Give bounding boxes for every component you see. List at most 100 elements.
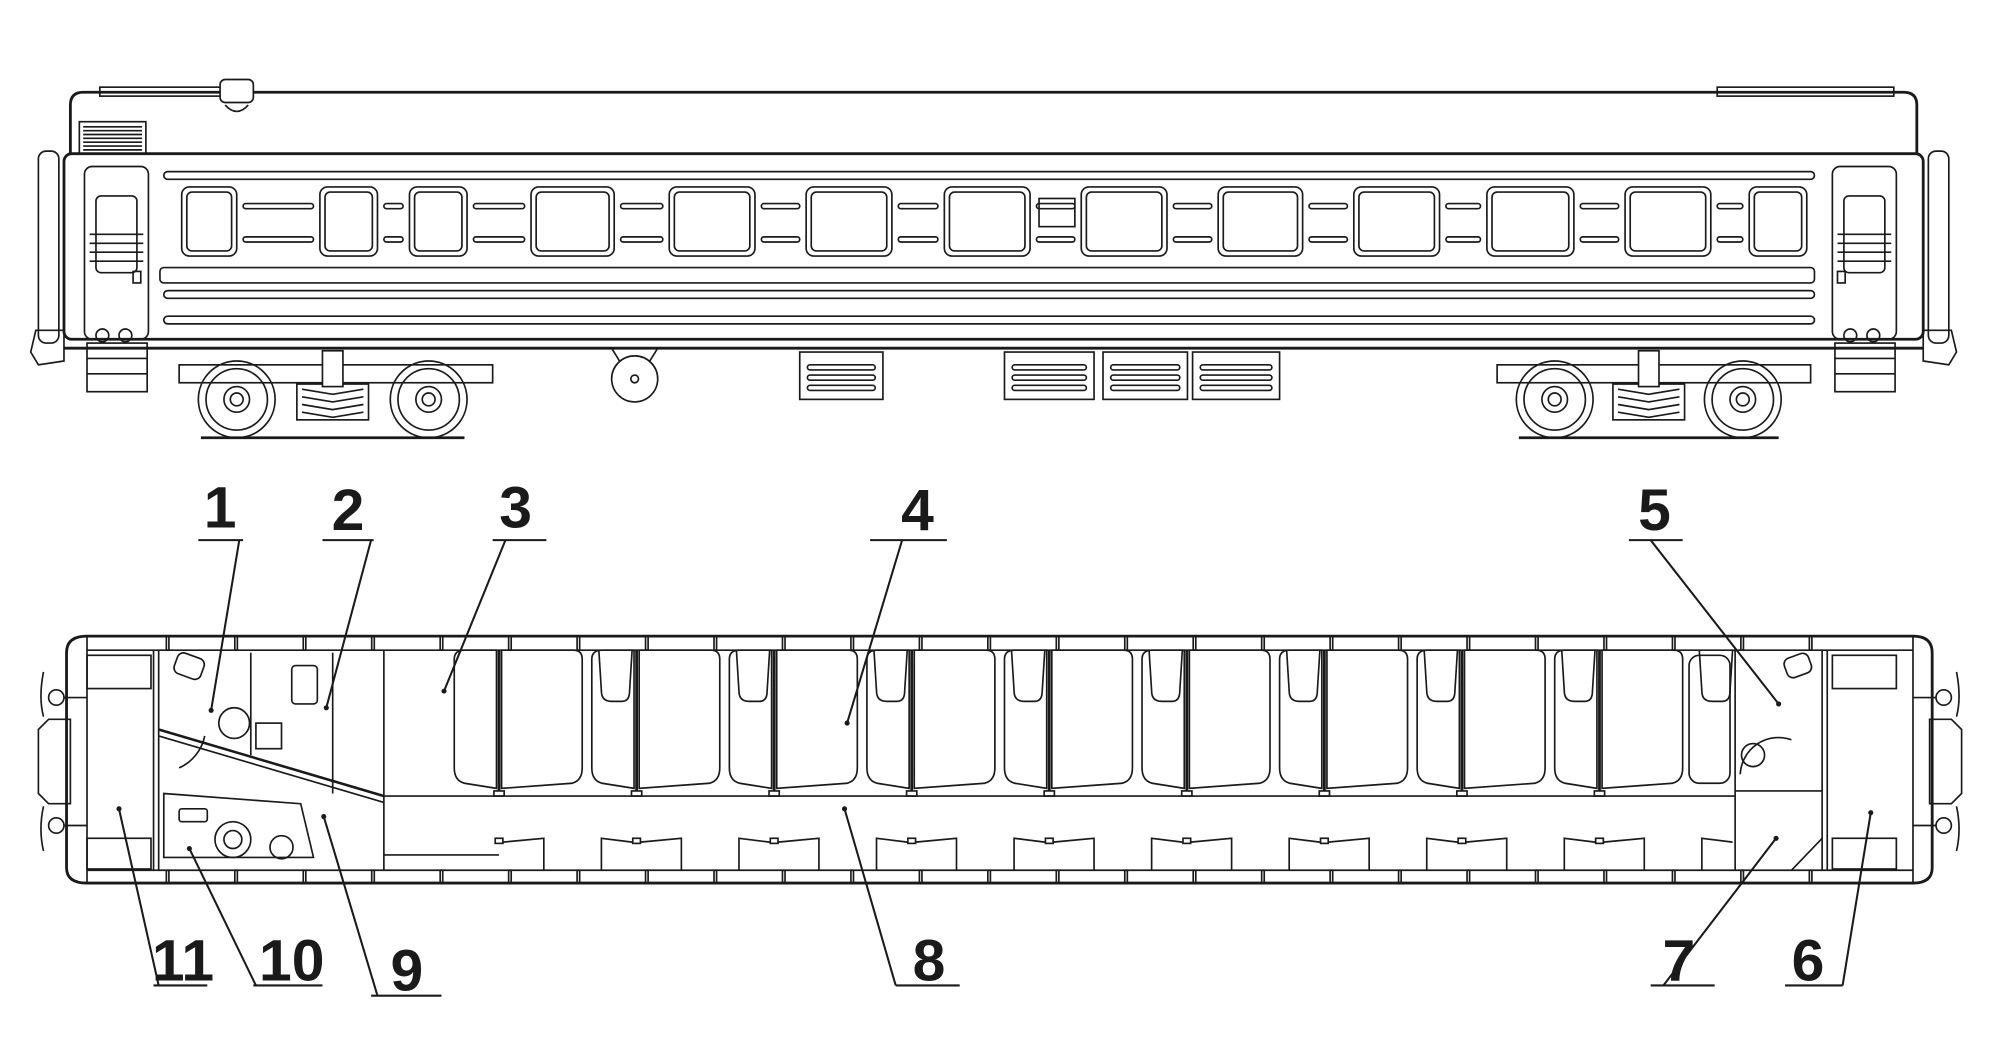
- window-trim: [1579, 236, 1620, 243]
- window-trim: [619, 236, 664, 243]
- berth: [1688, 654, 1731, 785]
- roof-ventilator-box: [219, 78, 255, 104]
- callout-8: 8: [841, 806, 960, 993]
- pier: [987, 869, 992, 884]
- leader-dot: [844, 720, 850, 726]
- axle-box: [415, 385, 443, 414]
- pier: [576, 869, 581, 884]
- window: [408, 186, 468, 257]
- window-row: [180, 186, 1808, 257]
- leader-line: [846, 539, 904, 724]
- table: [1285, 650, 1321, 703]
- callout-number: 10: [259, 928, 324, 993]
- folding-seat-hinge: [1319, 837, 1330, 845]
- compartment: [1141, 649, 1321, 871]
- battery-box: [1003, 351, 1095, 401]
- compartment: [728, 649, 909, 871]
- berth: [1188, 649, 1271, 790]
- pier: [1466, 869, 1471, 884]
- side-elevation: [29, 78, 1958, 440]
- pier: [1808, 869, 1813, 884]
- pier: [644, 869, 649, 884]
- compartment: [1003, 649, 1184, 871]
- pier: [1397, 869, 1402, 884]
- callout-number: 7: [1662, 928, 1695, 993]
- window-trim: [1172, 202, 1213, 210]
- pier: [1123, 635, 1129, 652]
- pier: [1260, 869, 1266, 884]
- leader-dot: [1773, 835, 1779, 841]
- battery-box: [798, 351, 884, 401]
- leader-line: [325, 539, 373, 709]
- window: [530, 186, 616, 257]
- folding-seat-hinge: [494, 837, 504, 845]
- leader-dot: [186, 845, 192, 852]
- window: [1486, 186, 1575, 257]
- berth: [1553, 649, 1598, 790]
- window: [943, 186, 1031, 257]
- leader-line: [1841, 812, 1872, 986]
- bogie: [1496, 349, 1812, 440]
- window-trim: [1716, 202, 1744, 210]
- axle-box: [1541, 385, 1569, 414]
- leader-line: [843, 808, 897, 986]
- window-trim: [760, 236, 801, 243]
- callout-7: 7: [1650, 835, 1779, 993]
- battery-boxes: [798, 351, 1281, 401]
- belt-strip-3: [162, 315, 1816, 325]
- pier: [507, 869, 513, 884]
- window-trim: [1308, 236, 1349, 243]
- pier: [1192, 869, 1197, 884]
- window: [319, 186, 379, 257]
- compartment: [866, 649, 1046, 871]
- compartment: [1278, 649, 1459, 871]
- pier: [1329, 869, 1334, 884]
- berth: [638, 649, 721, 790]
- compartment: [1553, 649, 1734, 871]
- callout-number: 11: [152, 928, 214, 993]
- callout-number: 4: [901, 478, 934, 543]
- window: [1624, 186, 1712, 257]
- bogie: [178, 349, 494, 440]
- vestibule-left: [86, 650, 160, 871]
- window-trim: [472, 202, 526, 210]
- berth: [775, 649, 859, 790]
- callout-10: 10: [186, 845, 324, 993]
- pier: [987, 635, 992, 652]
- folding-seat-hinge: [1044, 837, 1054, 845]
- window-trim: [383, 202, 404, 210]
- step-ladder-right: [1834, 328, 1896, 393]
- pier: [644, 635, 649, 652]
- leader-dot: [841, 806, 848, 812]
- pier: [439, 869, 444, 884]
- berth: [500, 649, 584, 790]
- leader-dot: [116, 806, 122, 812]
- window: [805, 186, 893, 257]
- pier: [713, 635, 718, 652]
- window-piers: [165, 635, 1813, 884]
- table: [1148, 650, 1184, 703]
- pier: [370, 869, 376, 884]
- window-trim: [1445, 236, 1482, 243]
- plan-outline: [65, 634, 1934, 885]
- window: [1352, 186, 1441, 257]
- callout-2: 2: [322, 478, 374, 711]
- berth: [728, 649, 773, 790]
- pier: [1671, 635, 1676, 652]
- berth: [590, 649, 635, 790]
- window: [1748, 186, 1808, 257]
- bogies: [178, 349, 1812, 440]
- leader-dot: [1776, 701, 1782, 707]
- axle-generator: [610, 347, 659, 403]
- pier: [439, 635, 444, 652]
- pier: [165, 635, 170, 652]
- window: [668, 186, 756, 257]
- pier: [302, 869, 307, 884]
- pier: [850, 869, 855, 884]
- pier: [1808, 635, 1813, 652]
- passenger-compartments: [453, 649, 1734, 871]
- nameplate: [1038, 197, 1076, 228]
- callout-number: 2: [332, 478, 365, 543]
- callout-1: 1: [198, 475, 244, 713]
